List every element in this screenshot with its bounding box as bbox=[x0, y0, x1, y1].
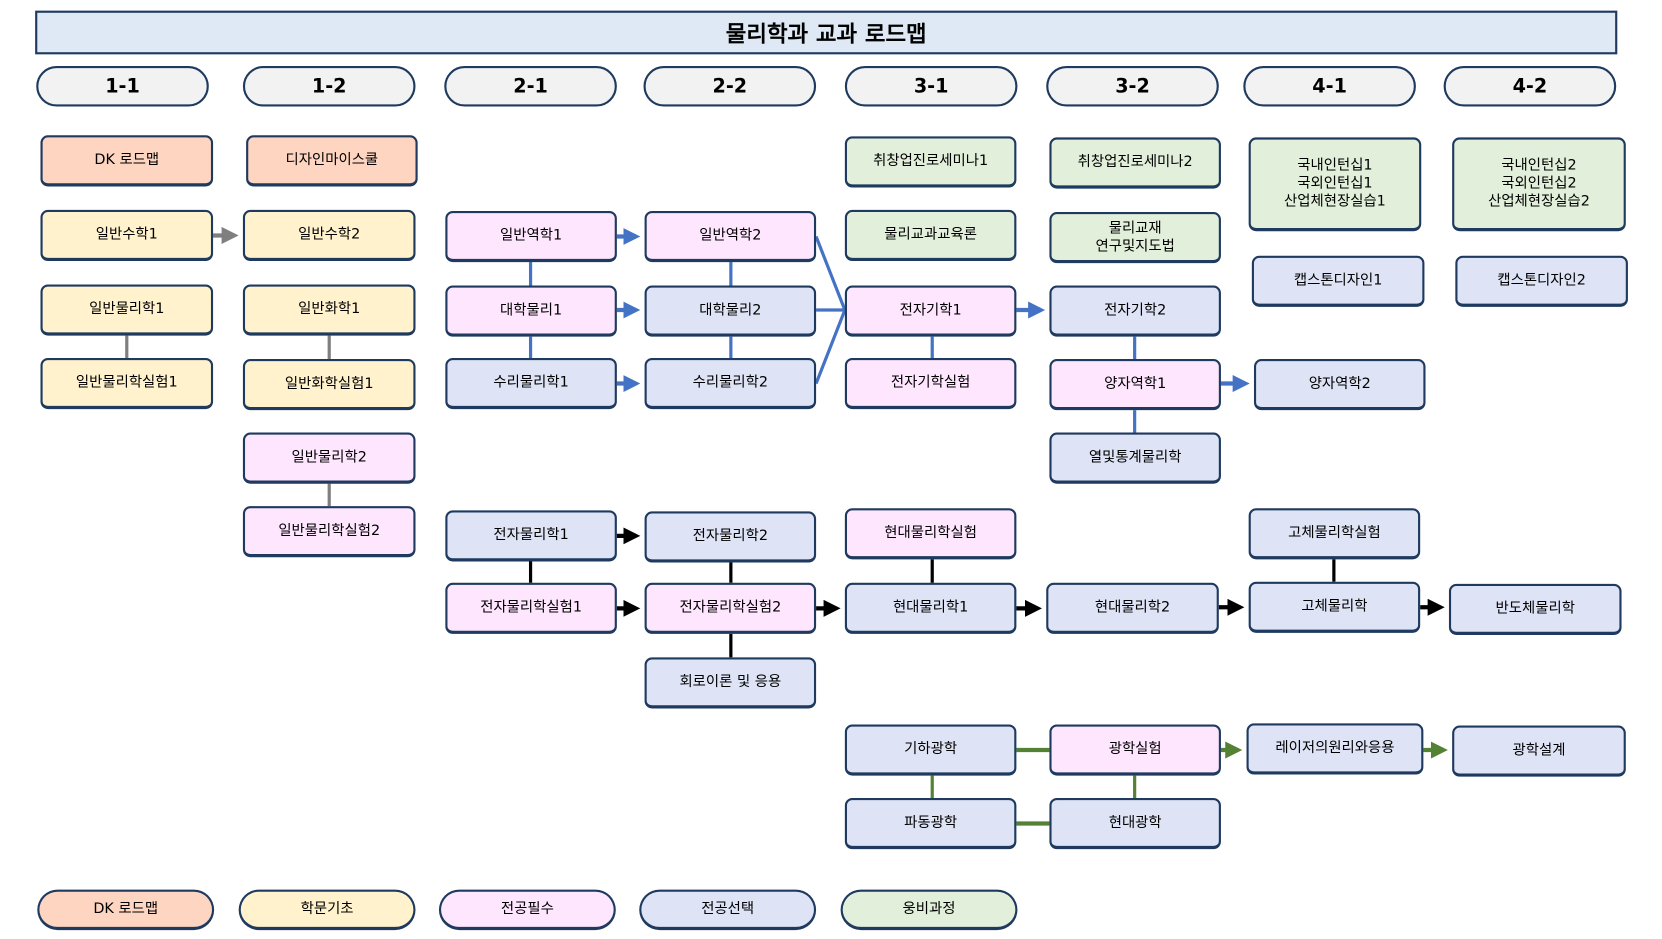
course-box-intern2[interactable]: 국내인턴십2 국외인턴십2 산업체현장실습2 bbox=[1452, 137, 1626, 232]
semester-header-4-1: 4-1 bbox=[1243, 66, 1416, 107]
course-box-gen-phys2[interactable]: 일반물리학2 bbox=[242, 432, 416, 484]
course-box-optics-design[interactable]: 광학설계 bbox=[1452, 725, 1626, 777]
legend-item-ung: 웅비과정 bbox=[840, 889, 1018, 931]
course-box-design-myschool[interactable]: 디자인마이스쿨 bbox=[246, 135, 418, 187]
semester-header-1-2: 1-2 bbox=[242, 66, 416, 107]
legend-item-dk: DK 로드맵 bbox=[37, 889, 215, 931]
course-box-gen-mech2[interactable]: 일반역학2 bbox=[644, 210, 817, 263]
course-box-em-lab[interactable]: 전자기학실험 bbox=[844, 357, 1017, 410]
course-box-math-phys2[interactable]: 수리물리학2 bbox=[644, 357, 817, 410]
course-box-elec-phys1[interactable]: 전자물리학1 bbox=[445, 510, 617, 562]
course-box-geo-optics[interactable]: 기하광학 bbox=[844, 724, 1017, 776]
course-box-gen-phys-lab2[interactable]: 일반물리학실험2 bbox=[242, 506, 416, 558]
course-box-qm2[interactable]: 양자역학2 bbox=[1253, 359, 1426, 411]
course-box-elec-lab1[interactable]: 전자물리학실험1 bbox=[445, 582, 617, 634]
course-box-semi[interactable]: 반도체물리학 bbox=[1448, 583, 1622, 635]
page-title: 물리학과 교과 로드맵 bbox=[35, 10, 1618, 55]
course-box-univ-phys2[interactable]: 대학물리2 bbox=[644, 285, 817, 337]
course-box-univ-phys1[interactable]: 대학물리1 bbox=[445, 285, 617, 337]
course-box-phys-material[interactable]: 물리교재 연구및지도법 bbox=[1049, 212, 1221, 264]
course-box-modern-optics[interactable]: 현대광학 bbox=[1049, 797, 1221, 850]
course-box-gen-math2[interactable]: 일반수학2 bbox=[242, 209, 416, 262]
course-box-solid[interactable]: 고체물리학 bbox=[1248, 581, 1421, 633]
semester-header-4-2: 4-2 bbox=[1443, 66, 1617, 107]
course-box-em2[interactable]: 전자기학2 bbox=[1049, 285, 1221, 337]
course-box-gen-math1[interactable]: 일반수학1 bbox=[40, 209, 214, 262]
semester-header-1-1: 1-1 bbox=[36, 66, 209, 107]
semester-header-3-2: 3-2 bbox=[1046, 66, 1219, 107]
course-box-solid-lab[interactable]: 고체물리학실험 bbox=[1248, 508, 1421, 560]
course-box-modern2[interactable]: 현대물리학2 bbox=[1046, 582, 1219, 634]
semester-header-2-1: 2-1 bbox=[444, 66, 617, 107]
course-box-circuit[interactable]: 회로이론 및 응용 bbox=[644, 657, 817, 709]
course-box-gen-phys-lab1[interactable]: 일반물리학실험1 bbox=[40, 357, 214, 410]
course-box-elec-lab2[interactable]: 전자물리학실험2 bbox=[644, 582, 817, 634]
course-box-gen-phys1[interactable]: 일반물리학1 bbox=[40, 284, 214, 336]
semester-header-3-1: 3-1 bbox=[844, 66, 1018, 107]
course-box-gen-chem1[interactable]: 일반화학1 bbox=[242, 284, 416, 336]
course-box-math-phys1[interactable]: 수리물리학1 bbox=[445, 357, 617, 410]
course-box-wave-optics[interactable]: 파동광학 bbox=[844, 797, 1017, 850]
course-box-gen-mech1[interactable]: 일반역학1 bbox=[445, 210, 617, 263]
course-box-elec-phys2[interactable]: 전자물리학2 bbox=[644, 511, 817, 563]
course-box-career1[interactable]: 취창업진로세미나1 bbox=[844, 136, 1017, 188]
connector-line bbox=[814, 235, 847, 311]
course-box-laser[interactable]: 레이저의원리와응용 bbox=[1246, 723, 1424, 775]
legend-item-elec: 전공선택 bbox=[639, 889, 817, 931]
course-box-capstone1[interactable]: 캡스톤디자인1 bbox=[1251, 255, 1425, 307]
course-box-modern-lab[interactable]: 현대물리학실험 bbox=[844, 508, 1017, 560]
legend-item-req: 전공필수 bbox=[438, 889, 616, 931]
legend-item-basic: 학문기초 bbox=[238, 889, 416, 931]
course-box-capstone2[interactable]: 캡스톤디자인2 bbox=[1455, 255, 1628, 307]
course-box-qm1[interactable]: 양자역학1 bbox=[1049, 359, 1221, 411]
course-box-intern1[interactable]: 국내인턴십1 국외인턴십1 산업체현장실습1 bbox=[1248, 137, 1422, 232]
course-box-phys-edu[interactable]: 물리교과교육론 bbox=[844, 209, 1017, 262]
connector-line bbox=[814, 309, 847, 385]
course-box-dk-roadmap[interactable]: DK 로드맵 bbox=[40, 135, 214, 187]
course-box-modern1[interactable]: 현대물리학1 bbox=[844, 582, 1017, 634]
course-box-gen-chem-lab1[interactable]: 일반화학실험1 bbox=[242, 359, 416, 411]
course-box-career2[interactable]: 취창업진로세미나2 bbox=[1049, 137, 1221, 189]
course-box-thermo[interactable]: 열및통계물리학 bbox=[1049, 432, 1221, 484]
course-box-em1[interactable]: 전자기학1 bbox=[844, 285, 1017, 337]
course-box-optics-lab[interactable]: 광학실험 bbox=[1049, 724, 1221, 776]
semester-header-2-2: 2-2 bbox=[643, 66, 817, 107]
